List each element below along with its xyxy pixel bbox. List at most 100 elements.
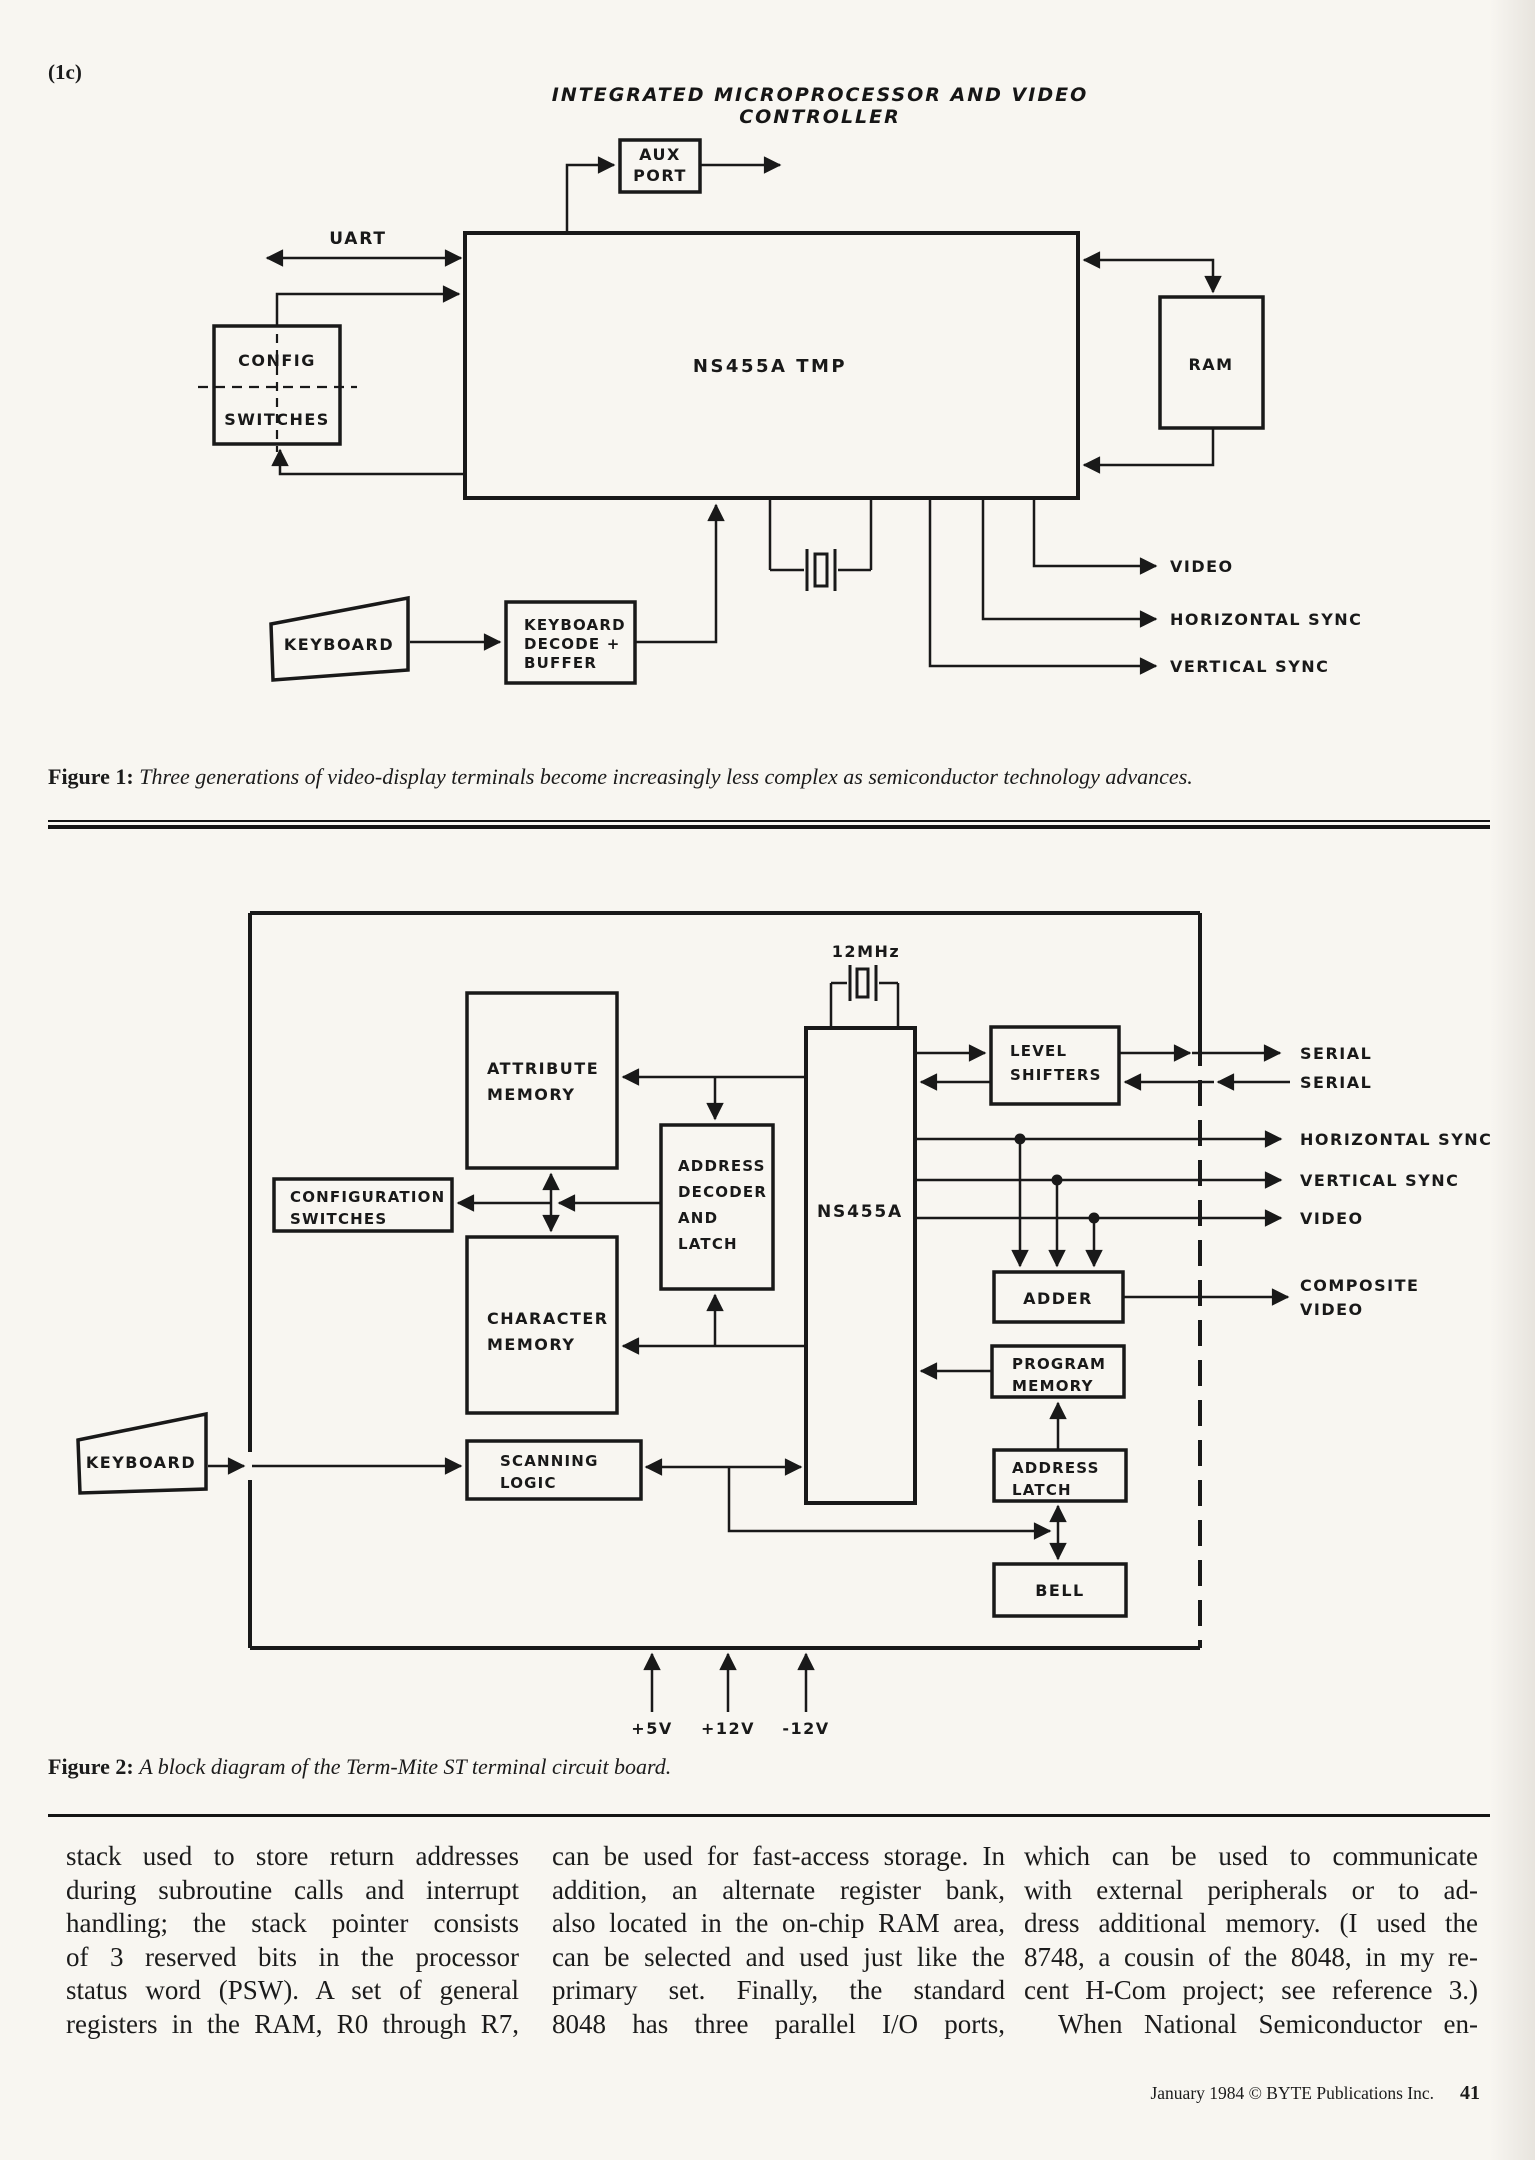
decode-to-tmp-line [635,503,725,644]
figure1-diagram [198,138,1265,685]
body-line: primary set. Finally, the standard [552,1975,1005,2005]
video-label: VIDEO [1170,557,1234,576]
aux-port-input-line [565,156,616,232]
attribute-memory-box [465,991,619,1170]
body-line: which can be used to communicate [1024,1841,1478,1871]
body-line: addition, an alternate register bank, [552,1874,1005,1905]
bell-box [992,1562,1128,1618]
adder-label: ADDER [1023,1289,1093,1308]
address-decoder-box [659,1123,775,1291]
body-line: cent H-Com project; see reference 3.) [1024,1975,1478,2005]
decode-label-2: DECODE + [524,635,621,653]
body-rule [48,1814,1490,1817]
addrlatch-label-1: ADDRESS [1012,1459,1100,1477]
address-latch-box [992,1448,1128,1503]
body-line: stack used to store return addresses [66,1841,519,1871]
body-line: can be used for fast-access storage. In [552,1841,1005,1871]
confswitch-label-2: SWITCHES [290,1210,387,1228]
footer-imprint: January 1984 © BYTE Publications Inc. [1150,2083,1434,2103]
figure-part-tag: (1c) [48,60,82,84]
power-5v-label: +5V [631,1719,672,1738]
charmem-label-1: CHARACTER [487,1309,609,1328]
keyboard-label: KEYBOARD [284,635,394,654]
section-rule-thin [48,820,1490,822]
video2-label: VIDEO [1300,1209,1364,1228]
composite-label-2: VIDEO [1300,1300,1364,1319]
body-column-3: which can be used to communicate with ex… [1024,1840,1478,2041]
composite-label-1: COMPOSITE [1300,1276,1419,1295]
body-line: also located in the on-chip RAM area, [552,1908,1005,1938]
body-line: can be selected and used just like the [552,1941,1005,1972]
progmem-label-1: PROGRAM [1012,1355,1106,1373]
tmp-ram-top-link [1082,251,1222,294]
body-line: registers in the RAM, R0 through R7, [66,2008,519,2039]
figure2-caption-text: A block diagram of the Term-Mite ST term… [139,1754,672,1779]
config-label-2: SWITCHES [224,410,330,429]
body-line: When National Semiconductor en- [1058,2008,1478,2039]
bell-label: BELL [1035,1581,1085,1600]
attrmem-label-1: ATTRIBUTE [487,1059,599,1078]
decoder-label-3: AND [678,1209,718,1227]
tmp-label: NS455A TMP [693,356,847,377]
hsync-label: HORIZONTAL SYNC [1170,610,1362,629]
character-memory-box [465,1235,619,1415]
progmem-label-2: MEMORY [1012,1377,1094,1395]
body-line: status word (PSW). A set of general [66,1975,519,2005]
scanlogic-label-1: SCANNING [500,1452,599,1470]
bus-to-latch-feeder [727,1467,1052,1540]
ns455a-label: NS455A [817,1202,903,1222]
levelshifters-label-2: SHIFTERS [1010,1066,1102,1084]
hsync-output-line [981,500,1158,628]
section-rule-thick [48,825,1490,829]
decoder-label-1: ADDRESS [678,1157,766,1175]
addrlatch-label-2: LATCH [1012,1481,1072,1499]
body-line: 8748, a cousin of the 8048, in my re- [1024,1941,1478,1972]
figure2-caption: Figure 2: A block diagram of the Term-Mi… [48,1754,1490,1780]
video-output-line [1032,500,1158,575]
figure2-caption-label: Figure 2: [48,1754,134,1779]
body-line: with external peripherals or to ad- [1024,1874,1478,1905]
figure1-caption-text: Three generations of video-display termi… [139,764,1193,789]
configuration-switches-box [272,1177,454,1233]
charmem-label-2: MEMORY [487,1335,575,1354]
scanlogic-label-2: LOGIC [500,1474,557,1492]
tmp-to-config-line [271,448,463,476]
body-line: handling; the stack pointer consists [66,1908,519,1938]
config-switches-box [212,324,342,446]
vsync-label: VERTICAL SYNC [1170,657,1329,676]
config-to-tmp-line [275,285,461,326]
ram-label: RAM [1188,355,1233,374]
footer-page-number: 41 [1460,2082,1480,2104]
config-label-1: CONFIG [238,351,316,370]
ram-tmp-bottom-link [1082,428,1215,474]
page-footer: January 1984 © BYTE Publications Inc. 41 [1080,2082,1480,2105]
serial-out-label: SERIAL [1300,1044,1372,1063]
decode-label-3: BUFFER [524,654,597,672]
keyboard2-shape [76,1411,208,1495]
aux-label-1: AUX [639,145,681,164]
aux-label-2: PORT [633,166,687,185]
ram-box [1158,295,1265,430]
body-column-1: stack used to store return addresses dur… [66,1840,519,2041]
decode-label-1: KEYBOARD [524,616,626,634]
uart-label: UART [329,229,387,249]
keyboard2-label: KEYBOARD [86,1453,196,1472]
vsync2-label: VERTICAL SYNC [1300,1171,1459,1190]
figure1-caption-label: Figure 1: [48,764,134,789]
ns455a-box [804,1026,917,1505]
keyboard-shape [269,595,410,682]
levelshifters-label-1: LEVEL [1010,1042,1067,1060]
body-line: dress additional memory. (I used the [1024,1908,1478,1938]
decoder-label-4: LATCH [678,1235,738,1253]
xtal-freq-label: 12MHz [832,942,900,961]
body-line: 8048 has three parallel I/O ports, [552,2008,1005,2039]
power-12v-label: +12V [701,1719,755,1738]
ns455a-tmp-box [463,231,1080,500]
confswitch-label-1: CONFIGURATION [290,1188,445,1206]
figure1-caption: Figure 1: Three generations of video-dis… [48,764,1490,790]
crystal-element [813,552,829,588]
vsync-output-line [928,500,1158,675]
xtal-element [855,967,870,999]
